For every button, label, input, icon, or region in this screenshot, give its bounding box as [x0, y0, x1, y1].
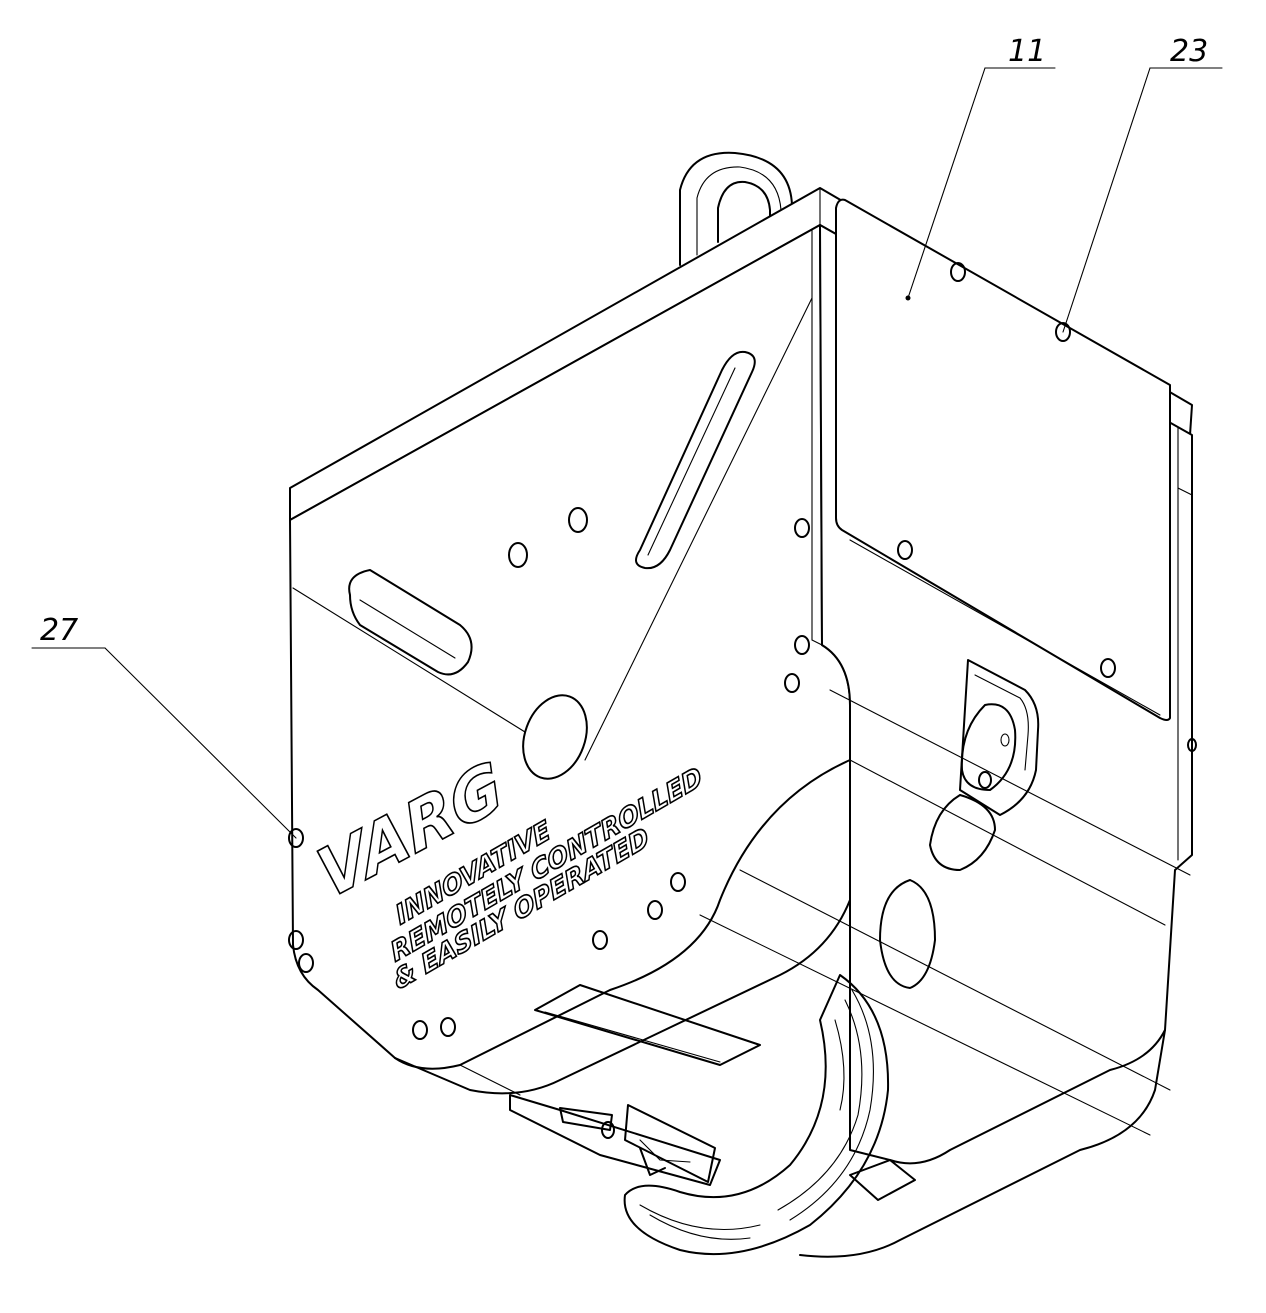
screw	[670, 872, 686, 892]
screw	[897, 540, 913, 560]
screw	[978, 771, 992, 789]
screw	[1055, 322, 1071, 342]
screw	[647, 900, 663, 920]
callout-number-11: 11	[1008, 34, 1046, 69]
callout-11: 11	[907, 34, 1056, 299]
screw	[298, 953, 314, 973]
bottom-latch-assembly	[509, 984, 916, 1201]
fastener-screws	[288, 262, 1197, 1040]
cover-plate	[835, 198, 1171, 721]
screw	[288, 930, 304, 950]
screw	[440, 1017, 456, 1037]
screw	[794, 518, 810, 538]
screw	[794, 635, 810, 655]
callout-27: 27	[31, 613, 297, 839]
callout-number-27: 27	[40, 613, 78, 648]
diagonal-slot	[635, 350, 756, 570]
screw	[1187, 738, 1197, 752]
round-port	[522, 694, 588, 780]
screw	[784, 673, 800, 693]
cover-plate-panel	[835, 198, 1171, 721]
screw	[288, 828, 304, 848]
top-lifting-handle	[679, 151, 793, 266]
screw	[568, 507, 588, 533]
callout-23: 23	[1062, 34, 1223, 333]
left-face-features	[292, 297, 813, 780]
screw	[950, 262, 966, 282]
screw	[592, 930, 608, 950]
callout-number-23: 23	[1170, 34, 1208, 69]
screw	[1100, 658, 1116, 678]
screw	[508, 542, 528, 568]
screw	[412, 1020, 428, 1040]
release-mechanism	[879, 659, 1040, 989]
lower-hook	[623, 974, 890, 1256]
horizontal-slot	[348, 569, 473, 676]
